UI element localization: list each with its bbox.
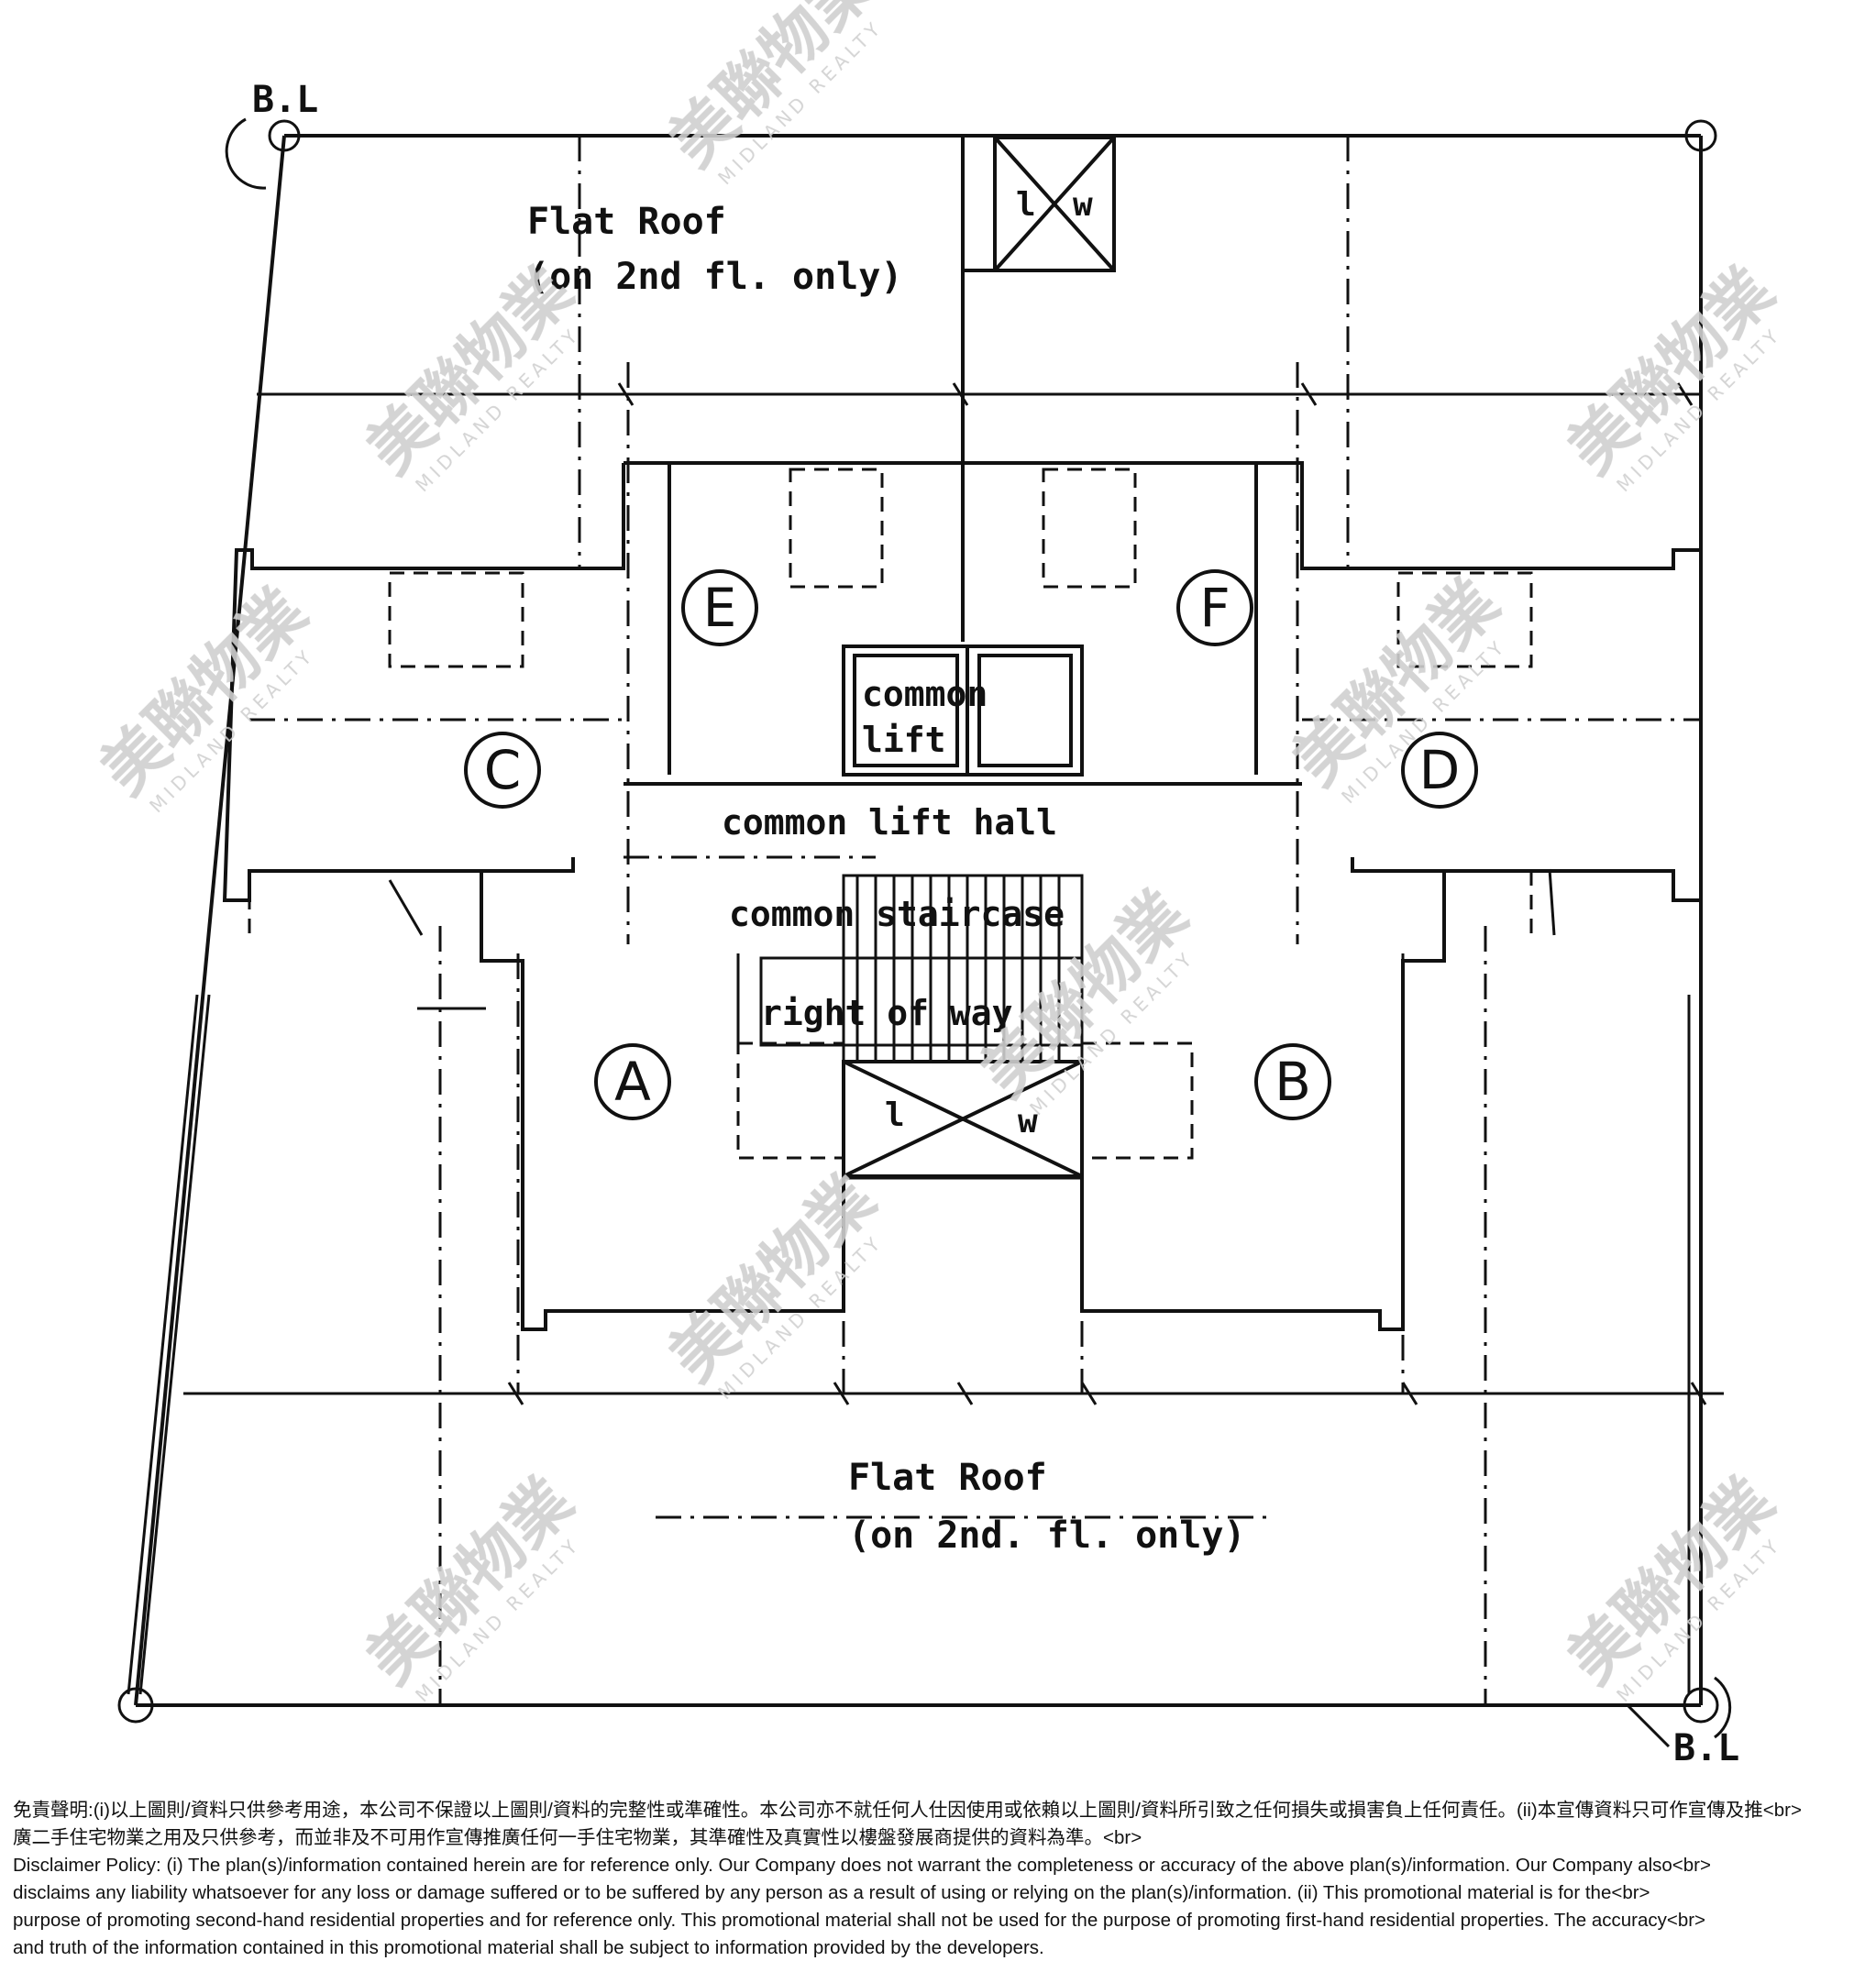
common-staircase-label: common staircase xyxy=(729,894,1065,934)
bl-label-bottom: B.L xyxy=(1673,1727,1739,1769)
unit-c-label: C xyxy=(484,739,522,801)
flat-roof-bottom-title: Flat Roof xyxy=(848,1457,1047,1499)
unit-markers xyxy=(464,569,1478,1120)
boundary-marker xyxy=(268,119,301,152)
unit-e-label: E xyxy=(703,577,737,639)
lift-bottom-w: w xyxy=(1018,1103,1038,1140)
common-lift xyxy=(842,644,1084,777)
disclaimer-en-line-2: disclaims any liability whatsoever for a… xyxy=(13,1882,1650,1903)
disclaimer-cn-line-2: 廣二手住宅物業之用及只供參考，而並非及不可用作宣傳推廣任何一手住宅物業，其準確性… xyxy=(13,1827,1142,1848)
lift-top-w: w xyxy=(1073,186,1093,224)
bl-label-top: B.L xyxy=(252,79,318,121)
unit-f-label: F xyxy=(1199,577,1230,639)
lift-shaft-top xyxy=(993,136,1116,272)
building-outline xyxy=(222,136,1703,1331)
floor-plan: B.L B.L xyxy=(86,0,1788,1769)
unit-a-label: A xyxy=(614,1051,651,1113)
dashed-fixtures xyxy=(248,468,1533,1160)
common-staircase xyxy=(736,874,1084,1180)
common-lift-hall-label: common lift hall xyxy=(722,802,1057,843)
boundary-marker xyxy=(117,1687,154,1724)
disclaimer: 免責聲明:(i)以上圖則/資料只供參考用途，本公司不保證以上圖則/資料的完整性或… xyxy=(13,1797,1865,1962)
flat-roof-top-title: Flat Roof xyxy=(527,201,726,243)
lift-bottom-l: l xyxy=(885,1096,905,1134)
right-of-way-label: right of way xyxy=(761,993,1013,1033)
bl-pointer xyxy=(1626,1703,1671,1748)
lift-top-l: l xyxy=(1016,186,1036,224)
disclaimer-en-line-1: Disclaimer Policy: (i) The plan(s)/infor… xyxy=(13,1855,1711,1876)
common-lift-label-1: common xyxy=(862,674,988,714)
disclaimer-en-line-4: and truth of the information contained i… xyxy=(13,1937,1044,1958)
flat-roof-bottom-note: (on 2nd. fl. only) xyxy=(848,1515,1245,1557)
unit-d-label: D xyxy=(1419,739,1461,801)
common-lift-label-2: lift xyxy=(862,720,946,760)
boundary-walls xyxy=(127,994,1703,1695)
flat-roof-top-note: (on 2nd fl. only) xyxy=(527,256,902,298)
disclaimer-cn-line-1: 免責聲明:(i)以上圖則/資料只供參考用途，本公司不保證以上圖則/資料的完整性或… xyxy=(13,1800,1802,1821)
lift-shaft-bottom-cross xyxy=(843,1060,1083,1178)
unit-b-label: B xyxy=(1275,1051,1311,1113)
bl-arc xyxy=(225,117,267,190)
svg-text:美聯物業: 美聯物業 xyxy=(655,0,889,181)
bl-arc xyxy=(1714,1676,1732,1739)
boundary-marker xyxy=(1684,119,1717,152)
disclaimer-en-line-3: purpose of promoting second-hand residen… xyxy=(13,1910,1706,1931)
